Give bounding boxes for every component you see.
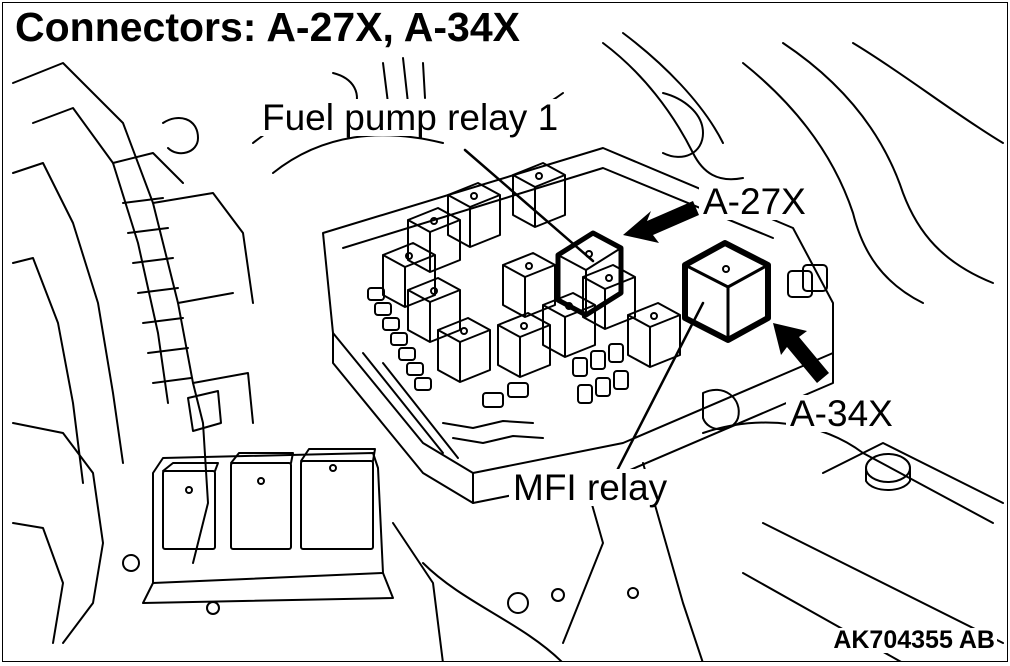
lower-right-structure bbox=[392, 388, 1004, 661]
a27x-label: A-27X bbox=[699, 183, 810, 220]
mfi-relay-highlight bbox=[682, 240, 771, 343]
relay-cube bbox=[407, 277, 461, 343]
page-title: Connectors: A-27X, A-34X bbox=[15, 7, 529, 52]
figure-code: AK704355 AB bbox=[831, 626, 997, 654]
fuse-rows bbox=[367, 264, 828, 444]
relay-cube bbox=[582, 264, 636, 330]
relay-cube bbox=[502, 252, 556, 318]
relay-cube bbox=[627, 302, 681, 368]
relay-cube bbox=[447, 182, 501, 248]
left-shroud bbox=[12, 62, 254, 644]
leader-lines bbox=[463, 148, 705, 500]
arrows bbox=[623, 201, 829, 383]
relay-cube bbox=[497, 312, 551, 378]
lower-relay-box bbox=[122, 448, 394, 615]
mfi-relay-label: MFI relay bbox=[509, 469, 672, 506]
a34x-arrow bbox=[773, 323, 829, 383]
fuel-pump-relay-label: Fuel pump relay 1 bbox=[258, 99, 563, 136]
relay-cube bbox=[512, 162, 566, 228]
a27x-arrow bbox=[623, 201, 699, 243]
relay-cube bbox=[437, 317, 491, 383]
engine-bay-illustration bbox=[12, 32, 1004, 661]
background-lines bbox=[252, 32, 1004, 304]
relay-cubes bbox=[382, 162, 681, 383]
a34x-label: A-34X bbox=[786, 395, 897, 432]
